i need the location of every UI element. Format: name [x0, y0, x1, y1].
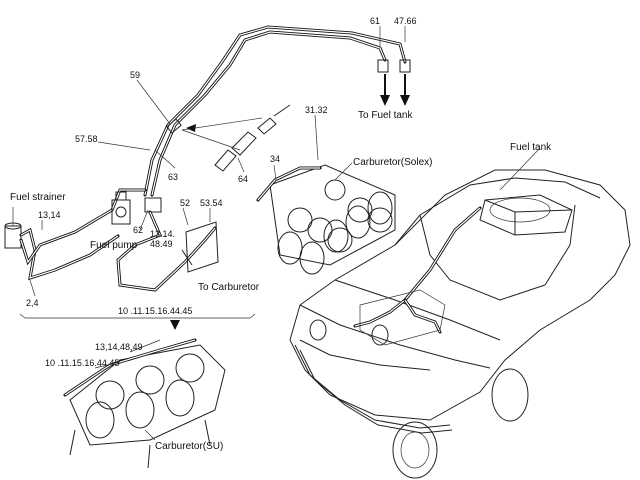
- car-headlights: [309, 319, 389, 346]
- car-rear-wheel: [491, 368, 529, 422]
- label-part-10-45-top: 10 .11.15.16.44.45: [118, 306, 192, 316]
- carburetor-line-panel: [181, 221, 219, 273]
- arrow-to-fuel-tank-left: [380, 74, 390, 106]
- car-fuel-tank: [479, 194, 573, 236]
- strainer-lines: [19, 188, 147, 281]
- car-front-wheel: [392, 421, 438, 479]
- label-carburetor-solex: Carburetor(Solex): [353, 157, 432, 168]
- label-part-47-66: 47.66: [394, 16, 417, 26]
- label-part-13-14: 13,14: [38, 210, 61, 220]
- label-fuel-pump: Fuel pump: [90, 240, 138, 251]
- label-fuel-strainer: Fuel strainer: [10, 192, 66, 203]
- label-part-53-54: 53.54: [200, 198, 223, 208]
- fuel-strainer: [4, 207, 22, 249]
- carburetor-solex: [256, 164, 396, 275]
- connector-hose-64: [181, 104, 291, 172]
- label-to-carburetor: To Carburetor: [198, 282, 260, 293]
- fuel-line-to-tank: [143, 25, 411, 197]
- car-front-bumper: [294, 344, 453, 434]
- label-part-48-49: 48.49: [150, 239, 173, 249]
- label-to-fuel-tank: To Fuel tank: [358, 110, 413, 121]
- label-part-13-14-48-49: 13,14,48,49: [95, 342, 143, 352]
- hose-clamp-59: [166, 118, 182, 134]
- label-part-61: 61: [370, 16, 380, 26]
- car-engine-outline: [359, 289, 446, 346]
- part-group-bracket: [19, 313, 256, 330]
- carburetor-su: [63, 338, 226, 469]
- label-part-63: 63: [168, 172, 178, 182]
- fuel-pump: [111, 191, 162, 225]
- label-part-13-14-48: 13.14.: [150, 229, 175, 239]
- label-fuel-tank: Fuel tank: [510, 142, 552, 153]
- label-part-64: 64: [238, 174, 248, 184]
- label-part-31-32: 31.32: [305, 105, 328, 115]
- car-body-outline: [289, 169, 631, 421]
- label-carburetor-su: Carburetor(SU): [155, 441, 223, 452]
- label-part-59: 59: [130, 70, 140, 80]
- label-part-34: 34: [270, 154, 280, 164]
- label-part-2-4: 2,4: [26, 298, 39, 308]
- label-part-57-58: 57.58: [75, 134, 98, 144]
- line-to-carburetor: [116, 210, 217, 292]
- label-part-62: 62: [133, 225, 143, 235]
- arrow-to-fuel-tank-right: [400, 74, 410, 106]
- label-part-10-45-bottom: 10 .11.15.16.44.45: [45, 358, 119, 368]
- car-fuel-line: [353, 206, 482, 334]
- label-part-52: 52: [180, 198, 190, 208]
- leader-lines: [29, 26, 541, 441]
